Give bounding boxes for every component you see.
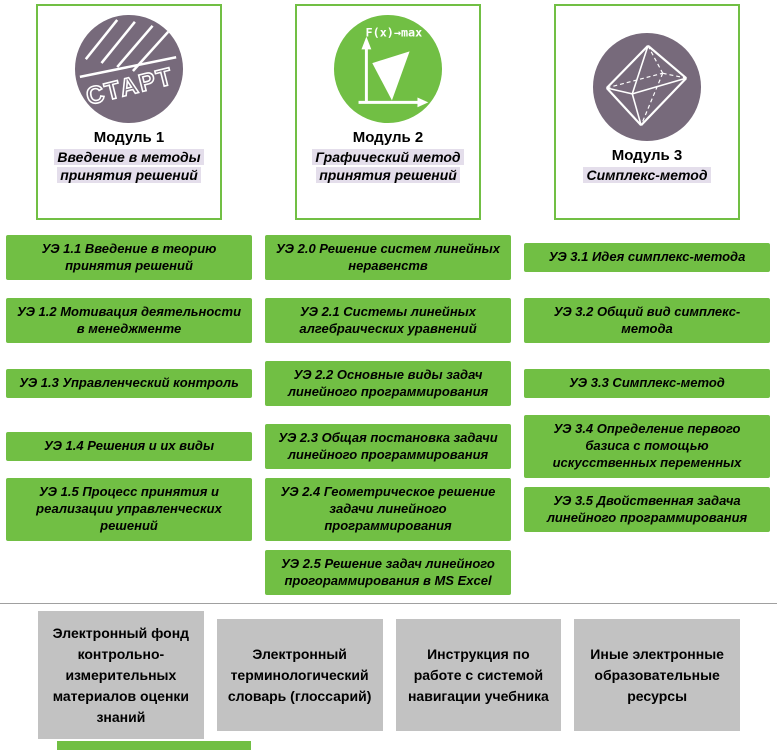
module-2-header[interactable]: F(x)→max Модуль 2 Графический метод прин… bbox=[295, 4, 481, 220]
module-1-units: УЭ 1.1 Введение в теорию принятия решени… bbox=[6, 226, 252, 541]
section-divider bbox=[0, 603, 777, 604]
module-1-header[interactable]: СТАРТ Модуль 1 Введение в методы приняти… bbox=[36, 4, 222, 220]
unit-2-4[interactable]: УЭ 2.4 Геометрическое решение задачи лин… bbox=[265, 478, 511, 541]
resource-navigation-guide[interactable]: Инструкция по работе с системой навигаци… bbox=[395, 619, 562, 731]
modules-board: СТАРТ Модуль 1 Введение в методы приняти… bbox=[6, 4, 770, 604]
module-3-header[interactable]: Модуль 3 Симплекс-метод bbox=[554, 4, 740, 220]
resource-assessment-fund[interactable]: Электронный фонд контрольно-измерительны… bbox=[38, 611, 204, 739]
unit-3-3[interactable]: УЭ 3.3 Симплекс-метод bbox=[524, 369, 770, 398]
unit-2-2[interactable]: УЭ 2.2 Основные виды задач линейного про… bbox=[265, 360, 511, 407]
unit-3-5[interactable]: УЭ 3.5 Двойственная задача линейного про… bbox=[524, 486, 770, 533]
module-column-3: Модуль 3 Симплекс-метод УЭ 3.1 Идея симп… bbox=[524, 4, 770, 604]
unit-2-1[interactable]: УЭ 2.1 Системы линейных алгебраических у… bbox=[265, 297, 511, 344]
simplex-octahedron-icon bbox=[592, 32, 702, 142]
module-column-1: СТАРТ Модуль 1 Введение в методы приняти… bbox=[6, 4, 252, 604]
unit-3-2[interactable]: УЭ 3.2 Общий вид симплекс-метода bbox=[524, 297, 770, 344]
module-3-units: УЭ 3.1 Идея симплекс-метода УЭ 3.2 Общий… bbox=[524, 226, 770, 541]
start-stamp-icon: СТАРТ bbox=[74, 14, 184, 124]
unit-3-4[interactable]: УЭ 3.4 Определение первого базиса с помо… bbox=[524, 415, 770, 478]
module-3-subtitle: Симплекс-метод bbox=[583, 166, 711, 184]
graph-icon-text: F(x)→max bbox=[366, 26, 423, 40]
unit-1-2[interactable]: УЭ 1.2 Мотивация деятельности в менеджме… bbox=[6, 297, 252, 344]
unit-1-3[interactable]: УЭ 1.3 Управленческий контроль bbox=[6, 369, 252, 398]
module-column-2: F(x)→max Модуль 2 Графический метод прин… bbox=[265, 4, 511, 604]
resource-glossary[interactable]: Электронный терминологический словарь (г… bbox=[216, 619, 383, 731]
module-2-title: Модуль 2 bbox=[352, 129, 424, 146]
module-1-subtitle: Введение в методы принятия решений bbox=[46, 148, 212, 184]
unit-2-3[interactable]: УЭ 2.3 Общая постановка задачи линейного… bbox=[265, 423, 511, 470]
unit-3-1[interactable]: УЭ 3.1 Идея симплекс-метода bbox=[524, 243, 770, 272]
module-2-subtitle: Графический метод принятия решений bbox=[305, 148, 471, 184]
unit-2-0[interactable]: УЭ 2.0 Решение систем линейных неравенст… bbox=[265, 234, 511, 281]
graph-method-icon: F(x)→max bbox=[333, 14, 443, 124]
unit-1-4[interactable]: УЭ 1.4 Решения и их виды bbox=[6, 432, 252, 461]
module-2-units: УЭ 2.0 Решение систем линейных неравенст… bbox=[265, 226, 511, 604]
bottom-green-strip bbox=[57, 741, 251, 750]
resource-other[interactable]: Иные электронные образовательные ресурсы bbox=[574, 619, 740, 731]
unit-1-5[interactable]: УЭ 1.5 Процесс принятия и реализации упр… bbox=[6, 478, 252, 541]
module-1-title: Модуль 1 bbox=[93, 129, 165, 146]
unit-2-5[interactable]: УЭ 2.5 Решение задач линейного прогорамм… bbox=[265, 549, 511, 596]
resources-row: Электронный фонд контрольно-измерительны… bbox=[38, 610, 740, 740]
module-3-title: Модуль 3 bbox=[611, 147, 683, 164]
unit-1-1[interactable]: УЭ 1.1 Введение в теорию принятия решени… bbox=[6, 234, 252, 281]
